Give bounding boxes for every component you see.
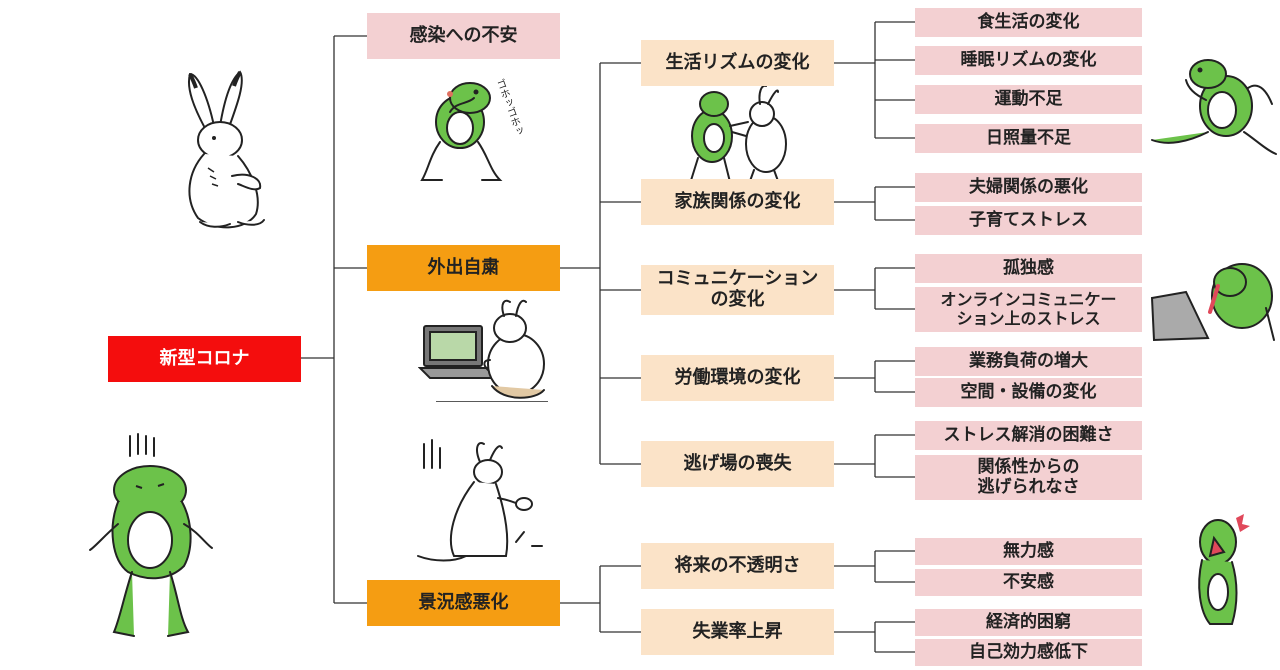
level1-node-label: 景況感悪化 — [418, 591, 509, 613]
level3-node: 日照量不足 — [915, 124, 1142, 153]
cough-sound-text: ゴホッゴホッ — [493, 77, 524, 139]
level3-node-label: 無力感 — [1003, 540, 1054, 561]
running-frog-illustration — [1151, 59, 1277, 155]
rabbit-sitting-illustration — [188, 70, 265, 229]
level3-node-label: 関係性からの 逃げられなさ — [977, 456, 1080, 497]
level2-node-escape-loss: 逃げ場の喪失 — [641, 441, 834, 487]
level3-node-label: 経済的困窮 — [986, 611, 1071, 632]
level3-node: 運動不足 — [915, 85, 1142, 114]
level3-node: 自己効力感低下 — [915, 639, 1142, 666]
level3-node-label: オンラインコミュニケー ション上のストレス — [940, 290, 1117, 328]
level2-node-family: 家族関係の変化 — [641, 179, 834, 225]
level3-node-label: ストレス解消の困難さ — [943, 424, 1114, 445]
level3-node-label: 自己効力感低下 — [969, 641, 1088, 662]
level2-node-label: コミュニケーション の変化 — [656, 268, 819, 310]
coughing-frog-illustration: ゴホッゴホッ — [420, 77, 524, 181]
level2-node-life-rhythm: 生活リズムの変化 — [641, 40, 834, 86]
level3-node-label: 食生活の変化 — [977, 11, 1080, 32]
level1-node-economic-downturn: 景況感悪化 — [367, 580, 560, 626]
level3-node: 睡眠リズムの変化 — [915, 46, 1142, 75]
level1-node-label: 外出自粛 — [427, 256, 500, 278]
level2-node-work-environment: 労働環境の変化 — [641, 355, 834, 401]
level3-node: ストレス解消の困難さ — [915, 421, 1142, 450]
root-node: 新型コロナ — [108, 336, 301, 382]
level3-node: 業務負荷の増大 — [915, 347, 1142, 376]
level2-node-label: 失業率上昇 — [692, 620, 783, 642]
level3-node-label: 夫婦関係の悪化 — [969, 176, 1088, 197]
level3-node: 関係性からの 逃げられなさ — [915, 455, 1142, 500]
level3-node: 経済的困窮 — [915, 609, 1142, 636]
level3-node-label: 日照量不足 — [986, 127, 1071, 148]
level3-node-label: 空間・設備の変化 — [960, 381, 1097, 402]
level3-node: 孤独感 — [915, 254, 1142, 283]
level3-node-label: 子育てストレス — [969, 209, 1088, 230]
level3-node-label: 睡眠リズムの変化 — [960, 49, 1097, 70]
level3-node: 夫婦関係の悪化 — [915, 173, 1142, 202]
level1-node-stay-home: 外出自粛 — [367, 245, 560, 291]
level3-node-label: 不安感 — [1003, 571, 1054, 592]
level2-node-uncertain-future: 将来の不透明さ — [641, 543, 834, 589]
level3-node: 不安感 — [915, 569, 1142, 596]
rabbit-sulking-illustration — [417, 439, 543, 562]
level1-node-infection-anxiety: 感染への不安 — [367, 13, 560, 59]
level3-node: 空間・設備の変化 — [915, 378, 1142, 407]
level2-node-label: 生活リズムの変化 — [665, 51, 810, 73]
level1-node-label: 感染への不安 — [409, 24, 518, 46]
level2-node-label: 将来の不透明さ — [674, 554, 801, 576]
level3-node-label: 業務負荷の増大 — [969, 350, 1088, 371]
rabbit-laptop-illustration — [418, 299, 548, 402]
drooping-frog-illustration — [89, 433, 213, 637]
level2-node-unemployment: 失業率上昇 — [641, 609, 834, 655]
frog-laptop-illustration — [1150, 263, 1275, 342]
frog-rabbit-fight-illustration — [687, 86, 787, 193]
level3-node: 無力感 — [915, 538, 1142, 565]
level3-node-label: 孤独感 — [1003, 257, 1054, 278]
surprised-frog-illustration — [1198, 514, 1250, 625]
level3-node: 子育てストレス — [915, 206, 1142, 235]
level2-node-label: 逃げ場の喪失 — [683, 452, 792, 474]
level2-node-label: 家族関係の変化 — [674, 190, 801, 212]
level2-node-label: 労働環境の変化 — [674, 366, 801, 388]
level2-node-communication: コミュニケーション の変化 — [641, 265, 834, 315]
level3-node: 食生活の変化 — [915, 8, 1142, 37]
root-node-label: 新型コロナ — [159, 347, 250, 369]
level3-node-label: 運動不足 — [994, 88, 1063, 109]
level3-node: オンラインコミュニケー ション上のストレス — [915, 287, 1142, 332]
